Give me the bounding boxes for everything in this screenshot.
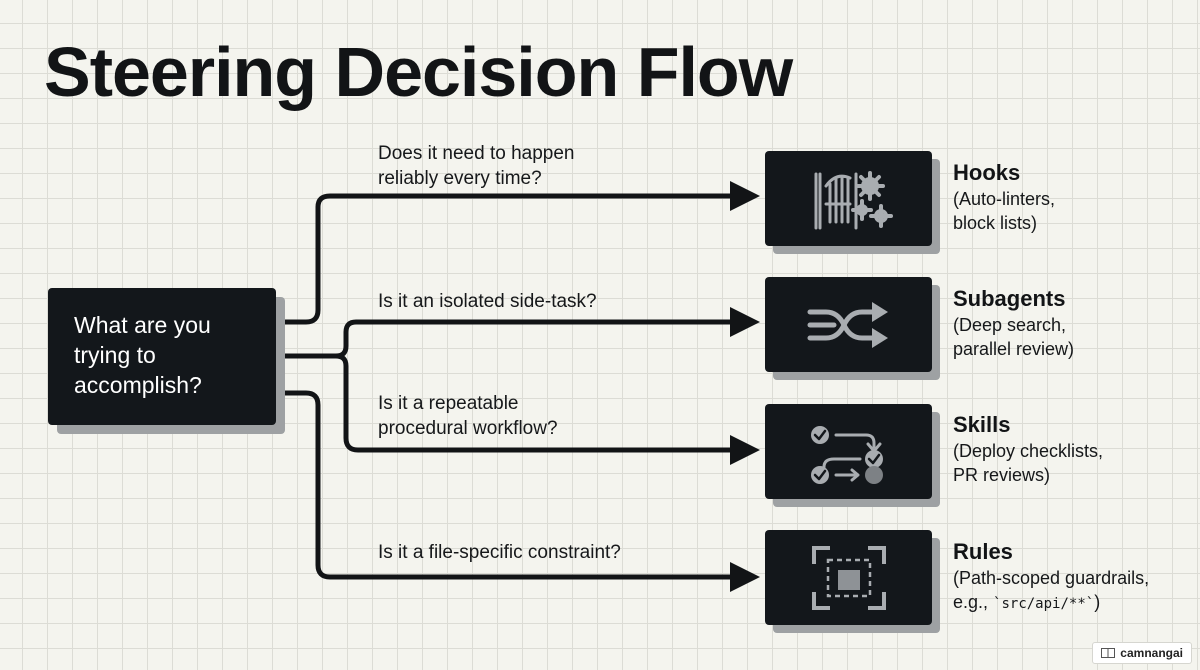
gate-gears-icon: [814, 170, 893, 229]
rules-node: [765, 530, 932, 625]
result-skills: Skills (Deploy checklists, PR reviews): [953, 412, 1104, 485]
subagents-node: [765, 277, 932, 372]
connector-subagents: [273, 307, 761, 359]
start-node: What are you trying to accomplish?: [48, 288, 276, 425]
start-line-1: What are you: [74, 312, 211, 338]
watermark-text: camnangai: [1120, 646, 1183, 660]
watermark: camnangai: [1092, 642, 1192, 664]
result-subagents: Subagents (Deep search, parallel review): [953, 286, 1075, 359]
connector-hooks: [273, 181, 761, 325]
connector-rules: [273, 390, 761, 592]
skills-node: [765, 404, 932, 499]
result-rules: Rules (Path-scoped guardrails, e.g., `sr…: [953, 539, 1150, 612]
connector-skills: [333, 353, 761, 465]
question-skills: Is it a repeatable procedural workflow?: [378, 393, 558, 439]
start-line-3: accomplish?: [74, 372, 202, 398]
hooks-node: [765, 151, 932, 246]
rules-title: Rules: [953, 539, 1013, 564]
checklist-flow-icon: [810, 425, 883, 484]
hooks-title: Hooks: [953, 160, 1021, 185]
logo-icon: [1101, 648, 1116, 658]
result-hooks: Hooks (Auto-linters, block lists): [953, 160, 1056, 233]
page-title: Steering Decision Flow: [44, 33, 793, 111]
scope-frame-icon: [811, 545, 886, 610]
question-rules: Is it a file-specific constraint?: [378, 542, 621, 563]
subagents-title: Subagents: [953, 286, 1066, 311]
question-hooks: Does it need to happen reliably every ti…: [378, 143, 575, 189]
split-arrows-icon: [807, 301, 888, 348]
start-line-2: trying to: [74, 342, 156, 368]
question-subagents: Is it an isolated side-task?: [378, 291, 597, 312]
skills-title: Skills: [953, 412, 1011, 437]
